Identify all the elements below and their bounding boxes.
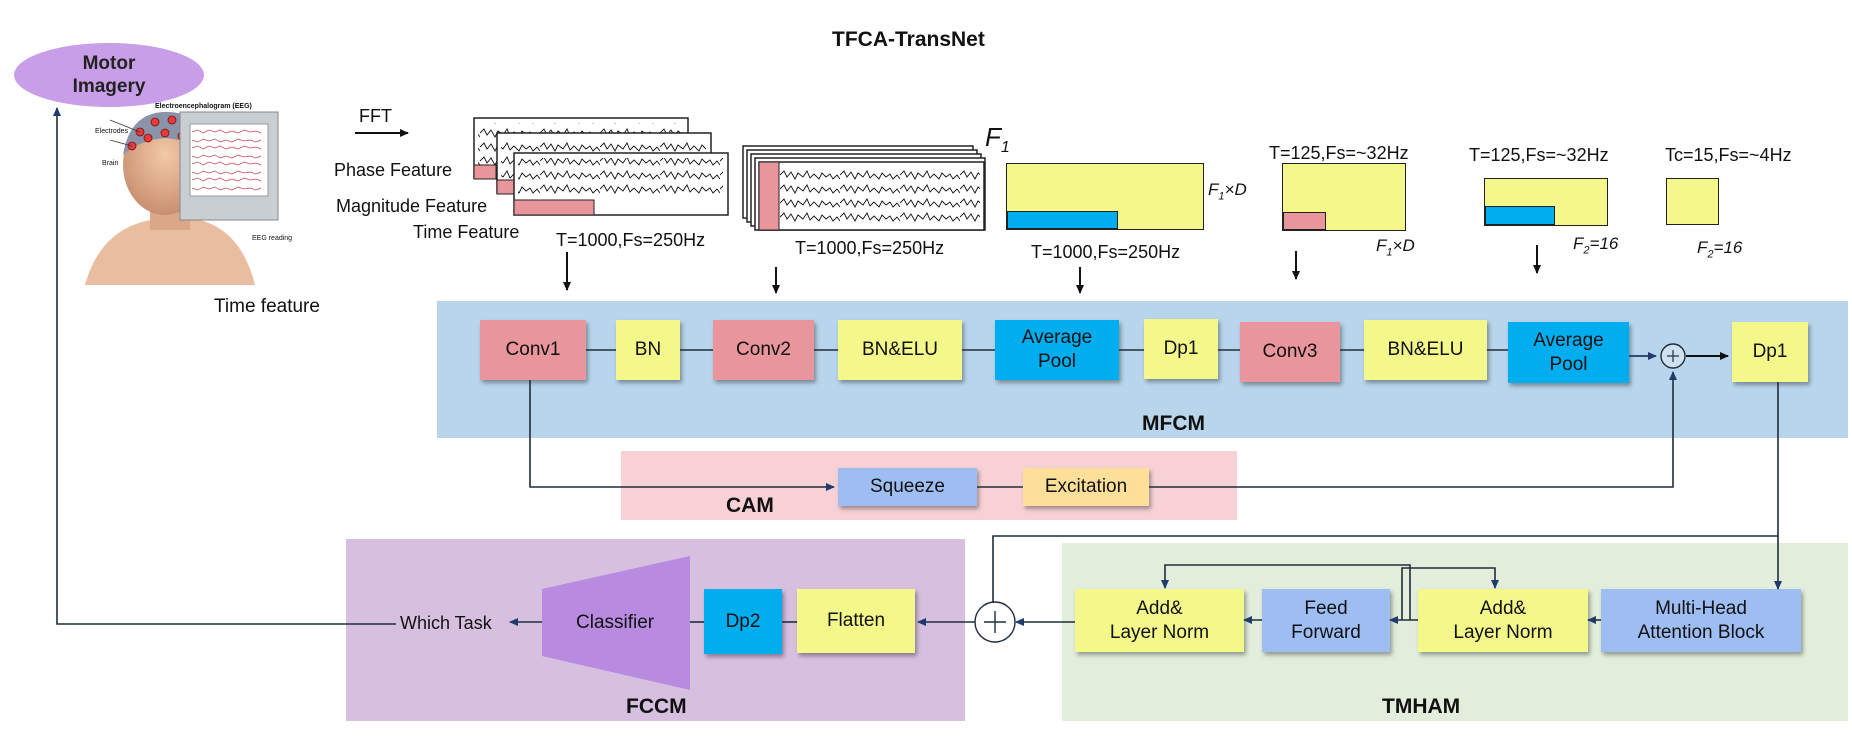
eeg-head-graphic <box>85 111 279 285</box>
dp1-block-1: Dp1 <box>1144 319 1218 379</box>
squeeze-block: Squeeze <box>838 468 977 506</box>
dim-label-1: T=1000,Fs=250Hz <box>556 230 706 250</box>
conv2-block: Conv2 <box>713 320 814 380</box>
dp2-block: Dp2 <box>704 589 782 654</box>
eeg-header-label: Electroencephalogram (EEG) <box>155 103 252 110</box>
feature-stack-2 <box>742 145 986 231</box>
dim-label-3: T=1000,Fs=250Hz <box>1031 242 1181 262</box>
fccm-label: FCCM <box>626 695 687 718</box>
feature-map-t125-slice <box>1283 212 1326 230</box>
f2-label-b: F2=16 <box>1697 238 1743 261</box>
phase-feature-label: Phase Feature <box>334 160 453 180</box>
classifier-label: Classifier <box>576 612 655 633</box>
dim-label-5: T=125,Fs=~32Hz <box>1469 145 1609 165</box>
feature-map-f2-slice <box>1485 206 1555 225</box>
f2-label-a: F2=16 <box>1573 234 1619 257</box>
flatten-block: Flatten <box>797 589 915 653</box>
bn-block: BN <box>616 320 680 380</box>
feed-forward-block: Feed Forward <box>1262 589 1390 652</box>
excitation-block: Excitation <box>1023 468 1149 506</box>
bn-elu-block-1: BN&ELU <box>838 320 962 380</box>
fft-label: FFT <box>359 106 392 126</box>
time-feature-label: Time Feature <box>413 222 520 242</box>
conv3-block: Conv3 <box>1240 322 1340 382</box>
f1xd-label-b: F1×D <box>1376 236 1415 259</box>
bn-elu-block-2: BN&ELU <box>1364 320 1487 380</box>
diagram-title: TFCA-TransNet <box>832 28 985 51</box>
eeg-reading-label: EEG reading <box>252 235 293 242</box>
brain-label: Brain <box>102 160 119 167</box>
add-layer-norm-block-2: Add& Layer Norm <box>1418 589 1588 652</box>
f1xd-label-a: F1×D <box>1208 180 1247 203</box>
electrodes-label: Electrodes <box>95 128 129 135</box>
conv1-block: Conv1 <box>480 320 586 380</box>
dim-label-2: T=1000,Fs=250Hz <box>795 238 945 258</box>
feature-stack-1 <box>473 117 729 216</box>
mfcm-label: MFCM <box>1142 412 1205 435</box>
multi-head-attention-block: Multi-Head Attention Block <box>1601 589 1801 652</box>
time-feature-caption: Time feature <box>214 296 320 317</box>
average-pool-block-1: Average Pool <box>995 320 1119 380</box>
average-pool-block-2: Average Pool <box>1508 322 1629 383</box>
dp1-block-2: Dp1 <box>1732 322 1808 382</box>
add-layer-norm-block-1: Add& Layer Norm <box>1075 589 1244 652</box>
f1-label: F1 <box>985 122 1010 157</box>
classifier-shape <box>542 556 690 690</box>
dim-label-6: Tc=15,Fs=~4Hz <box>1665 145 1792 165</box>
cam-label: CAM <box>726 494 774 517</box>
magnitude-feature-label: Magnitude Feature <box>336 196 488 216</box>
which-task-label: Which Task <box>400 613 492 633</box>
feature-map-f1d-slice <box>1007 211 1118 229</box>
dim-label-4: T=125,Fs=~32Hz <box>1269 143 1409 163</box>
motor-imagery-label: Motor Imagery <box>72 53 146 97</box>
feature-map-tc15 <box>1666 178 1719 225</box>
motor-imagery-ellipse: Motor Imagery <box>14 43 204 107</box>
tmham-label: TMHAM <box>1382 695 1461 718</box>
eeg-illustration: Electroencephalogram (EEG) Electrodes Br… <box>80 100 340 290</box>
